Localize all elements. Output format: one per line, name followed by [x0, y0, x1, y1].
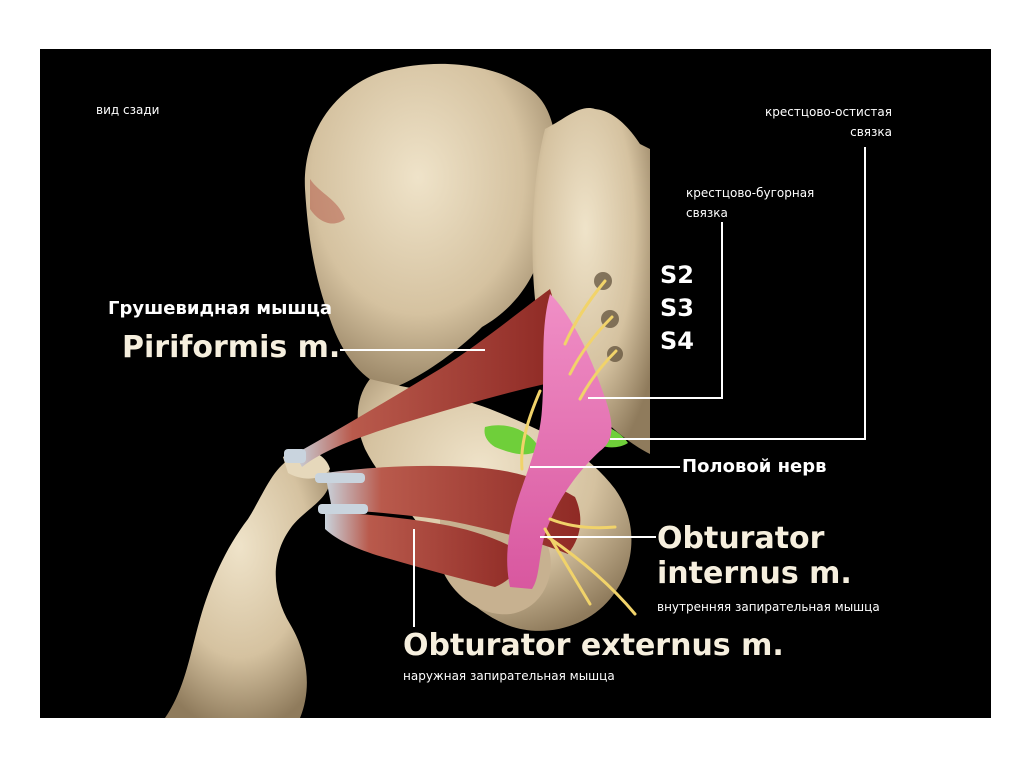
- leader-sacrospinous: [610, 147, 866, 440]
- piriformis-muscle: [295, 289, 556, 467]
- gluteal-vessels: [484, 425, 540, 455]
- tendon: [284, 449, 306, 463]
- obturator-externus-label-ru: наружная запирательная мышца: [403, 669, 615, 683]
- pelvis-illustration: [165, 63, 866, 718]
- ilium-fossa: [310, 179, 345, 224]
- view-label: вид сзади: [96, 103, 160, 117]
- obturator-externus-muscle: [325, 511, 525, 587]
- sacrospinous-label-line2: связка: [850, 125, 892, 139]
- sacrotuberous-label-line2: связка: [686, 206, 728, 220]
- s3-label: S3: [660, 294, 694, 322]
- leader-sacrotuberous: [588, 222, 723, 399]
- piriformis-label-latin: Piriformis m.: [122, 330, 341, 365]
- pudendal-nerve-label: Половой нерв: [682, 456, 827, 477]
- s4-label: S4: [660, 327, 694, 355]
- obturator-externus-label-latin: Obturator externus m.: [403, 628, 784, 663]
- sacrospinous-label-line1: крестцово-остистая: [765, 105, 892, 119]
- sacrotuberous-ligament: [507, 294, 612, 589]
- sacrotuberous-label-line1: крестцово-бугорная: [686, 186, 815, 200]
- obturator-internus-label-line2: internus m.: [657, 556, 852, 591]
- obturator-internus-label-ru: внутренняя запирательная мышца: [657, 600, 880, 614]
- sacral-foramen: [594, 272, 612, 290]
- femur-bone: [165, 454, 331, 718]
- piriformis-label-ru: Грушевидная мышца: [108, 298, 332, 319]
- tendon: [315, 473, 365, 483]
- leader-lines: [340, 147, 866, 627]
- obturator-internus-label-line1: Obturator: [657, 521, 825, 556]
- tendon: [318, 504, 368, 514]
- ilium-bone: [304, 63, 557, 390]
- slide-panel: вид сзади крестцово-остистая связка крес…: [40, 49, 991, 718]
- s2-label: S2: [660, 261, 694, 289]
